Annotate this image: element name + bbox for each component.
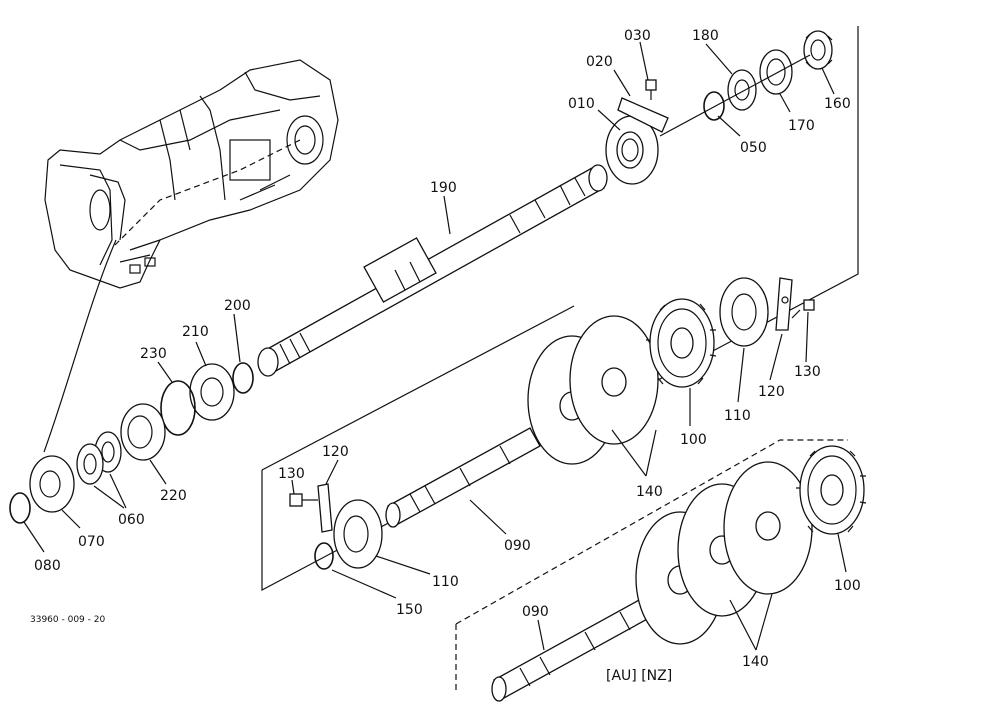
label-130-upper: 130 xyxy=(794,364,821,380)
snap-ring-080 xyxy=(9,492,31,524)
shaft-090-lower xyxy=(491,593,661,702)
bearing-180 xyxy=(727,69,757,111)
bearing-210 xyxy=(189,363,235,421)
label-170: 170 xyxy=(788,118,815,134)
label-180: 180 xyxy=(692,28,719,44)
label-030: 030 xyxy=(624,28,651,44)
shaft-090-upper xyxy=(385,427,541,528)
oil-seal-060 xyxy=(76,431,122,485)
label-070: 070 xyxy=(78,534,105,550)
drawing-number: 33960 - 009 - 20 xyxy=(30,615,105,625)
bolt-130-upper xyxy=(791,299,815,319)
gear-160 xyxy=(803,30,833,70)
leader-lines xyxy=(23,41,847,651)
plate-020 xyxy=(617,97,669,133)
disc-140-e xyxy=(723,461,813,595)
label-200: 200 xyxy=(224,298,251,314)
bearing-010 xyxy=(605,115,659,185)
label-050: 050 xyxy=(740,140,767,156)
label-090-upper: 090 xyxy=(504,538,531,554)
collar-220 xyxy=(120,403,166,461)
gear-100-upper xyxy=(646,298,717,388)
label-060: 060 xyxy=(118,512,145,528)
label-220: 220 xyxy=(160,488,187,504)
label-130-lower: 130 xyxy=(278,466,305,482)
gear-100-lower xyxy=(796,445,867,535)
snap-ring-050 xyxy=(703,91,725,121)
boundary-line-top xyxy=(261,305,575,471)
bolt-130-lower xyxy=(289,493,318,507)
label-160: 160 xyxy=(824,96,851,112)
bolt-030 xyxy=(645,79,657,100)
au-nz-boundary xyxy=(455,439,848,690)
seal-ring-230 xyxy=(160,380,196,436)
label-120-lower: 120 xyxy=(322,444,349,460)
main-shaft-190 xyxy=(257,164,608,377)
upper-axis-line xyxy=(659,54,811,137)
label-020: 020 xyxy=(586,54,613,70)
label-140-upper: 140 xyxy=(636,484,663,500)
label-190: 190 xyxy=(430,180,457,196)
label-140-lower: 140 xyxy=(742,654,769,670)
plate-120-lower xyxy=(317,483,333,533)
bearing-110-lower xyxy=(333,499,383,569)
disc-140-b xyxy=(569,315,659,445)
label-100-lower: 100 xyxy=(834,578,861,594)
bearing-110-upper xyxy=(719,277,769,347)
plate-120-upper xyxy=(775,277,793,331)
label-210: 210 xyxy=(182,324,209,340)
label-100-upper: 100 xyxy=(680,432,707,448)
label-080: 080 xyxy=(34,558,61,574)
snap-ring-200 xyxy=(232,362,254,394)
region-note: [AU] [NZ] xyxy=(606,668,672,684)
bearing-070 xyxy=(29,455,75,513)
label-090-lower: 090 xyxy=(522,604,549,620)
collar-170 xyxy=(759,49,793,95)
case-leader-line xyxy=(43,239,117,453)
label-230: 230 xyxy=(140,346,167,362)
label-120-upper: 120 xyxy=(758,384,785,400)
label-010: 010 xyxy=(568,96,595,112)
label-110-lower: 110 xyxy=(432,574,459,590)
snap-ring-150 xyxy=(314,542,334,570)
label-110-upper: 110 xyxy=(724,408,751,424)
label-150: 150 xyxy=(396,602,423,618)
transmission-case xyxy=(44,59,339,289)
